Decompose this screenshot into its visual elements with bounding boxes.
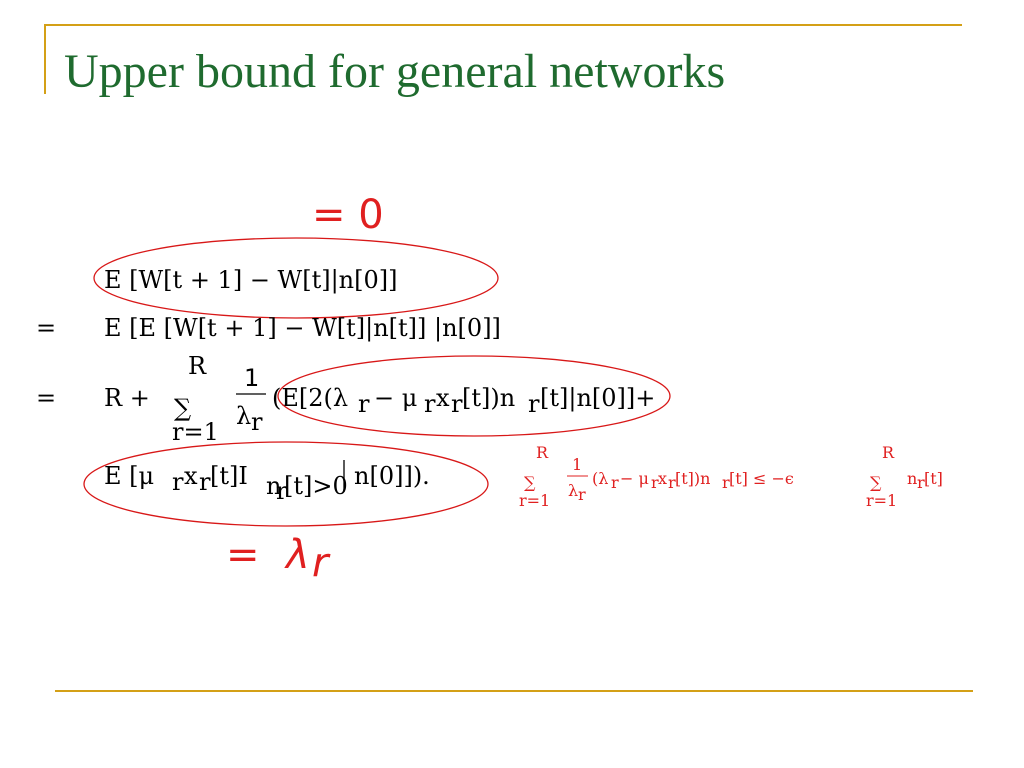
equation-line-3-part-d: [t])n (462, 384, 515, 412)
indicator-sub-n: n (266, 472, 281, 500)
note-expr-c: x (658, 469, 667, 488)
annotation-equals: = (226, 532, 260, 578)
note-expr-b: − μ (620, 469, 649, 488)
note-frac-den: λ (568, 481, 578, 500)
annotation-lambda: λ (284, 532, 310, 578)
annotation-lambda-sub: r (312, 540, 331, 586)
note-expr-f: n (907, 469, 917, 488)
note-sum-lower: r=1 (519, 491, 550, 510)
top-rule (44, 24, 962, 26)
equation-line-1: E [W[t + 1] − W[t]|n[0]] (104, 266, 398, 295)
equation-line-3-R: R + (104, 384, 150, 412)
note-expr-d: [t])n (675, 469, 710, 488)
equation-line-3-sub-b: r (424, 390, 436, 418)
equation-line-4-sub-b: r (199, 468, 211, 496)
ellipse-line-4 (83, 441, 489, 527)
note-sum-symbol: ∑ (524, 473, 536, 492)
note-sum2-symbol: ∑ (870, 473, 882, 492)
bottom-rule (55, 690, 973, 692)
indicator-sub-r: r (276, 477, 288, 505)
indicator-sub-rest: [t]>0 (284, 472, 348, 500)
equation-line-4-part-b: x (184, 462, 198, 490)
sum-lower-limit: r=1 (172, 418, 219, 446)
ellipse-line-3 (277, 355, 671, 437)
note-sum2-lower: r=1 (866, 491, 897, 510)
note-expr-g: [t] (924, 469, 943, 488)
left-rule (44, 24, 46, 94)
note-sub-b: r (651, 473, 659, 492)
equation-line-3-sub-a: r (358, 390, 370, 418)
ellipse-line-1 (93, 237, 499, 319)
note-sub-f: r (917, 473, 925, 492)
note-sum2-upper: R (882, 443, 895, 462)
equation-line-2: E [E [W[t + 1] − W[t]|n[t]] |n[0]] (104, 314, 501, 343)
note-sub-a: r (611, 473, 619, 492)
equation-line-3-part-b: − μ (374, 384, 417, 412)
sum-upper-limit: R (188, 352, 207, 380)
note-expr-a: (λ (592, 469, 608, 488)
fraction-denominator: λ (236, 402, 251, 430)
equation-line-3-part-e: [t]|n[0]]+ (540, 384, 655, 413)
note-frac-num: 1 (572, 455, 582, 474)
equation-line-3-part-c: x (436, 384, 450, 412)
equals-sign-3: = (36, 384, 56, 412)
note-sub-c: r (668, 473, 676, 492)
equation-line-3-sub-c: r (451, 390, 463, 418)
equation-line-3-part-a: (E[2(λ (272, 384, 348, 412)
equation-line-3-sub-d: r (528, 390, 540, 418)
side-note: R ∑ r=1 1 λ r (λ r − μ r x r [t])n r [t]… (519, 443, 943, 510)
equation-line-4-part-d: n[0]]). (354, 462, 430, 490)
note-frac-den-sub: r (578, 485, 586, 504)
equals-sign-2: = (36, 314, 56, 342)
equation-line-4-part-a: E [μ (104, 462, 154, 490)
note-sub-d: r (722, 473, 730, 492)
equation-line-4-part-c: [t]I (210, 462, 248, 490)
sum-symbol: ∑ (174, 394, 191, 422)
note-expr-e: [t] ≤ −ϵ (729, 469, 794, 488)
slide-title: Upper bound for general networks (64, 45, 726, 98)
note-sum-upper: R (536, 443, 549, 462)
fraction-numerator: 1 (244, 364, 259, 392)
annotation-equals-zero: = 0 (312, 192, 384, 238)
equation-line-4-sub-a: r (172, 468, 184, 496)
fraction-denominator-sub: r (251, 408, 263, 436)
